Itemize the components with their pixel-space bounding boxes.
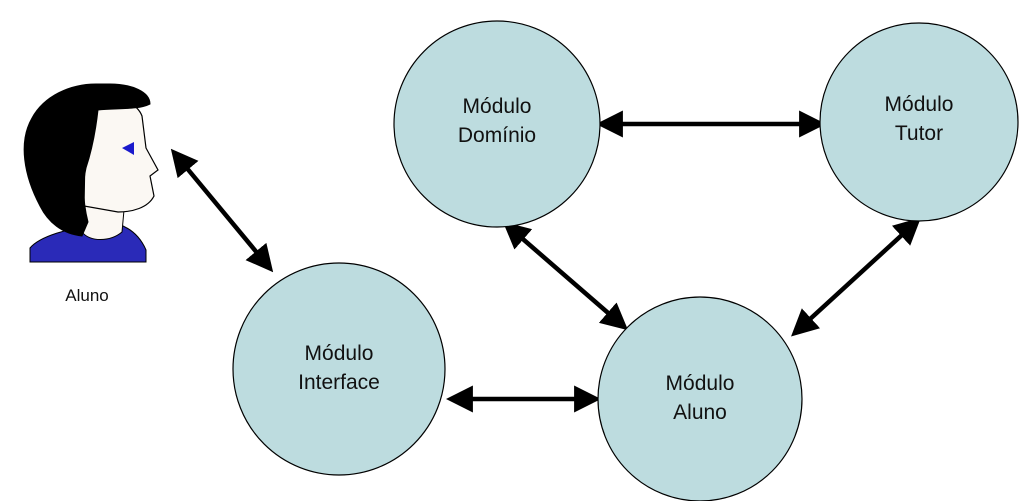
arrow-tutor-aluno [791, 217, 921, 337]
node-interface-line2: Interface [298, 371, 380, 394]
arrow-dominio-aluno [502, 221, 629, 331]
person-label: Aluno [65, 286, 108, 305]
node-dominio-line1: Módulo [463, 95, 532, 118]
node-modulo-interface: Módulo Interface [232, 262, 446, 476]
student-head-icon [23, 83, 159, 263]
node-dominio-line2: Domínio [458, 124, 536, 147]
node-interface-line1: Módulo [305, 342, 374, 365]
arrow-person-interface [170, 148, 274, 273]
node-modulo-aluno: Módulo Aluno [597, 296, 803, 501]
person-figure: Aluno [23, 83, 159, 305]
node-tutor-line2: Tutor [895, 122, 943, 145]
node-modulo-dominio: Módulo Domínio [393, 20, 601, 228]
node-aluno-line2: Aluno [673, 401, 727, 424]
node-aluno-line1: Módulo [666, 372, 735, 395]
connections [170, 110, 921, 413]
node-modulo-tutor: Módulo Tutor [819, 22, 1019, 222]
node-tutor-line1: Módulo [885, 93, 954, 116]
